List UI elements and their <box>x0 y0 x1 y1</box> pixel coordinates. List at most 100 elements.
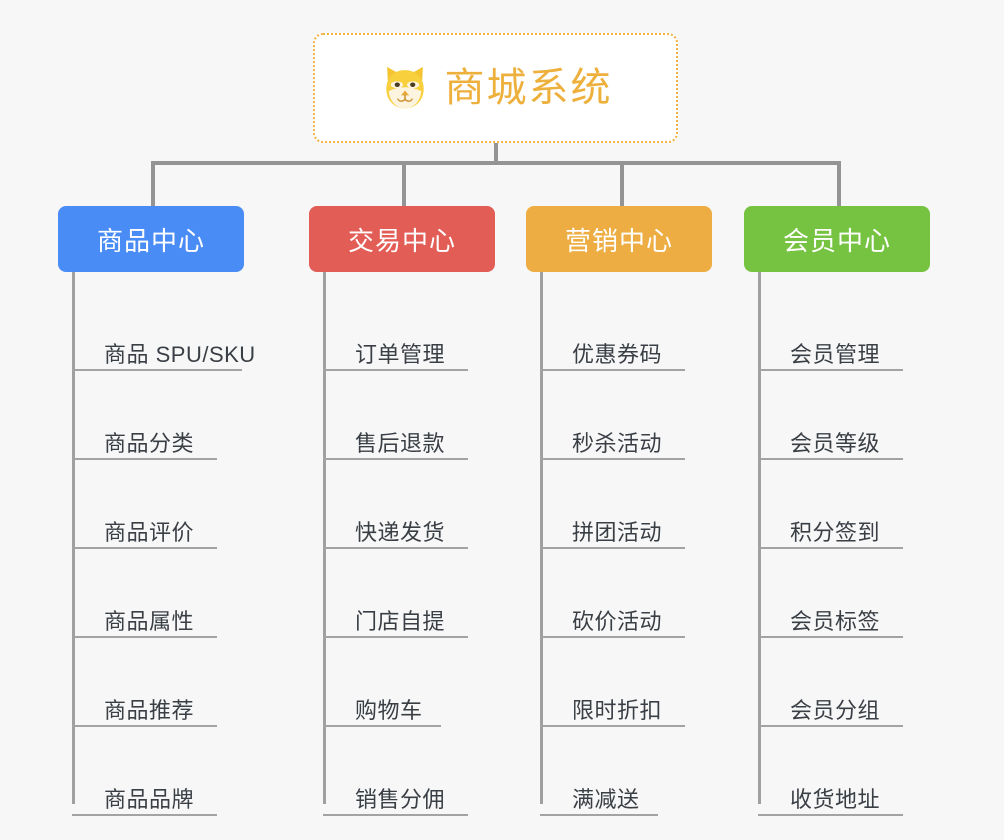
leaf-rule <box>323 814 468 816</box>
connector-drop-4 <box>837 161 841 210</box>
leaf-rule <box>72 547 217 549</box>
leaf-rule <box>540 369 685 371</box>
leaf-item[interactable]: 限时折扣 <box>540 638 712 727</box>
branch-spine <box>323 272 326 804</box>
leaf-label: 积分签到 <box>790 519 881 545</box>
category-label: 营销中心 <box>564 225 673 256</box>
leaf-item[interactable]: 拼团活动 <box>540 460 712 549</box>
category-label: 商品中心 <box>96 225 205 256</box>
leaf-item[interactable]: 商品分类 <box>72 371 244 460</box>
leaf-rule <box>323 547 468 549</box>
leaf-label: 优惠券码 <box>572 341 663 367</box>
connector-root-stem <box>494 143 498 165</box>
leaf-item[interactable]: 商品品牌 <box>72 727 244 816</box>
category-header-trade-center[interactable]: 交易中心 <box>309 206 495 272</box>
leaf-rule <box>72 725 217 727</box>
leaf-rule <box>323 725 441 727</box>
leaf-item[interactable]: 售后退款 <box>323 371 495 460</box>
leaf-rule <box>758 725 903 727</box>
leaf-rule <box>540 725 685 727</box>
leaf-item[interactable]: 满减送 <box>540 727 712 816</box>
connector-drop-3 <box>620 161 624 210</box>
leaf-label: 会员管理 <box>790 341 881 367</box>
root-node-mall-system[interactable]: 商城系统 <box>313 33 678 143</box>
leaf-list-product-center: 商品 SPU/SKU 商品分类 商品评价 商品属性 商品推荐 商品品牌 <box>72 272 255 816</box>
leaf-item[interactable]: 商品 SPU/SKU <box>72 282 255 371</box>
leaf-item[interactable]: 会员标签 <box>758 549 930 638</box>
shiba-dog-icon <box>385 66 424 109</box>
leaf-item[interactable]: 快递发货 <box>323 460 495 549</box>
leaf-item[interactable]: 会员管理 <box>758 282 930 371</box>
leaf-rule <box>758 636 903 638</box>
leaf-item[interactable]: 砍价活动 <box>540 549 712 638</box>
leaf-label: 快递发货 <box>355 519 446 545</box>
connector-drop-2 <box>402 161 406 210</box>
leaf-label: 会员分组 <box>790 697 881 723</box>
connector-horizontal-bar <box>151 161 841 165</box>
leaf-rule <box>540 814 658 816</box>
leaf-item[interactable]: 优惠券码 <box>540 282 712 371</box>
leaf-label: 售后退款 <box>355 430 446 456</box>
leaf-label: 商品推荐 <box>104 697 195 723</box>
branch-spine <box>758 272 761 804</box>
branch-member-center: 会员中心 会员管理 会员等级 积分签到 会员标签 会员分组 <box>744 206 930 816</box>
leaf-label: 购物车 <box>355 697 423 723</box>
leaf-list-marketing-center: 优惠券码 秒杀活动 拼团活动 砍价活动 限时折扣 满减送 <box>540 272 712 816</box>
leaf-rule <box>72 458 217 460</box>
leaf-item[interactable]: 商品推荐 <box>72 638 244 727</box>
leaf-label: 商品评价 <box>104 519 195 545</box>
leaf-label: 秒杀活动 <box>572 430 663 456</box>
leaf-rule <box>323 369 468 371</box>
root-node-title: 商城系统 <box>444 66 613 110</box>
category-header-product-center[interactable]: 商品中心 <box>58 206 244 272</box>
leaf-rule <box>758 814 903 816</box>
leaf-label: 会员等级 <box>790 430 881 456</box>
leaf-label: 会员标签 <box>790 608 881 634</box>
branch-spine <box>540 272 543 804</box>
leaf-label: 砍价活动 <box>572 608 663 634</box>
leaf-item[interactable]: 会员等级 <box>758 371 930 460</box>
leaf-rule <box>540 636 685 638</box>
leaf-label: 销售分佣 <box>355 786 446 812</box>
leaf-item[interactable]: 会员分组 <box>758 638 930 727</box>
leaf-item[interactable]: 秒杀活动 <box>540 371 712 460</box>
leaf-item[interactable]: 门店自提 <box>323 549 495 638</box>
branch-spine <box>72 272 75 804</box>
branch-marketing-center: 营销中心 优惠券码 秒杀活动 拼团活动 砍价活动 限时折扣 <box>526 206 712 816</box>
branch-product-center: 商品中心 商品 SPU/SKU 商品分类 商品评价 商品属性 商品推荐 <box>58 206 255 816</box>
category-header-marketing-center[interactable]: 营销中心 <box>526 206 712 272</box>
category-label: 会员中心 <box>782 225 891 256</box>
category-label: 交易中心 <box>347 225 456 256</box>
leaf-rule <box>540 458 685 460</box>
leaf-label: 商品属性 <box>104 608 195 634</box>
leaf-rule <box>72 814 217 816</box>
leaf-list-member-center: 会员管理 会员等级 积分签到 会员标签 会员分组 收货地址 <box>758 272 930 816</box>
leaf-label: 收货地址 <box>790 786 881 812</box>
leaf-rule <box>323 458 468 460</box>
leaf-rule <box>72 636 217 638</box>
leaf-rule <box>540 547 685 549</box>
leaf-item[interactable]: 商品评价 <box>72 460 244 549</box>
leaf-rule <box>758 369 903 371</box>
leaf-rule <box>323 636 468 638</box>
connector-drop-1 <box>151 161 155 210</box>
leaf-label: 商品品牌 <box>104 786 195 812</box>
leaf-label: 拼团活动 <box>572 519 663 545</box>
leaf-rule <box>72 369 242 371</box>
leaf-label: 商品 SPU/SKU <box>104 341 256 367</box>
leaf-rule <box>758 458 903 460</box>
leaf-label: 满减送 <box>572 786 640 812</box>
leaf-item[interactable]: 积分签到 <box>758 460 930 549</box>
leaf-label: 商品分类 <box>104 430 195 456</box>
category-header-member-center[interactable]: 会员中心 <box>744 206 930 272</box>
leaf-item[interactable]: 购物车 <box>323 638 495 727</box>
leaf-item[interactable]: 订单管理 <box>323 282 495 371</box>
branch-trade-center: 交易中心 订单管理 售后退款 快递发货 门店自提 购物车 <box>309 206 495 816</box>
leaf-list-trade-center: 订单管理 售后退款 快递发货 门店自提 购物车 销售分佣 <box>323 272 495 816</box>
leaf-label: 限时折扣 <box>572 697 663 723</box>
leaf-label: 订单管理 <box>355 341 446 367</box>
leaf-item[interactable]: 销售分佣 <box>323 727 495 816</box>
leaf-item[interactable]: 收货地址 <box>758 727 930 816</box>
leaf-item[interactable]: 商品属性 <box>72 549 244 638</box>
